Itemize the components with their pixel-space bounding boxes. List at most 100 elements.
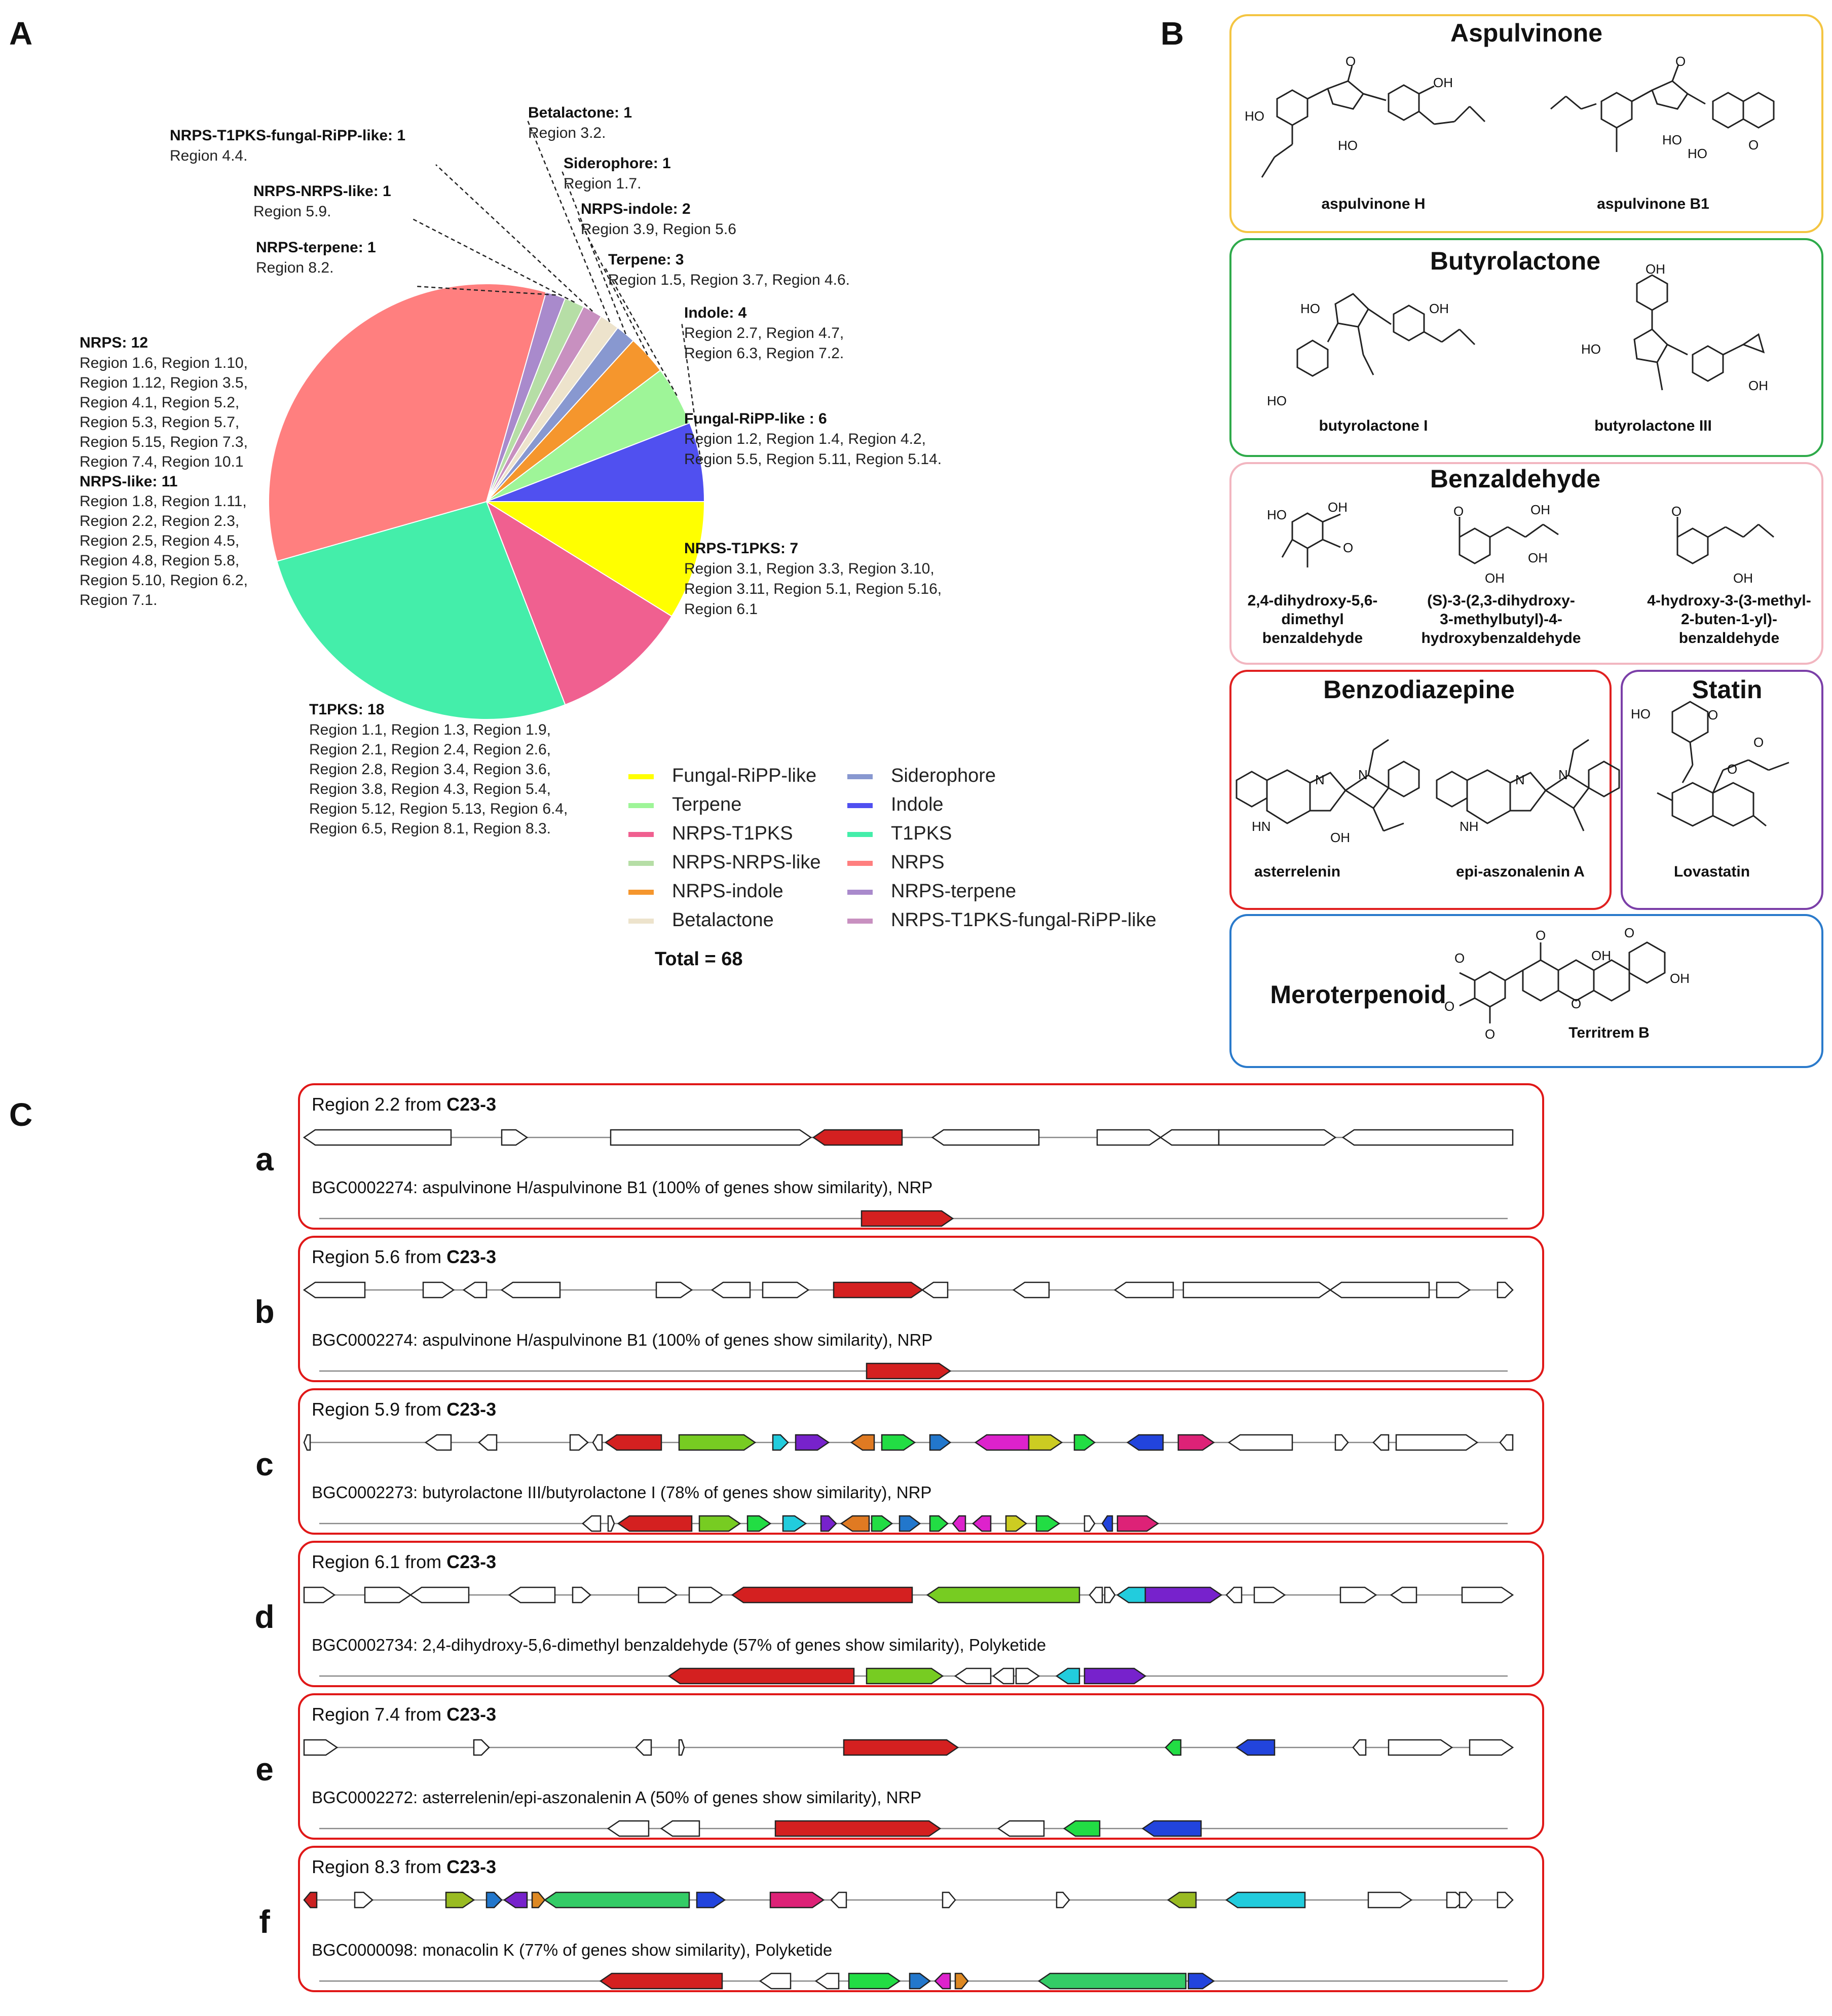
atom-label: O bbox=[1748, 137, 1759, 153]
gene-arrow bbox=[572, 1586, 591, 1604]
gene-arrow bbox=[1225, 1891, 1306, 1909]
legend-swatch bbox=[628, 832, 654, 837]
compound-box-meroterpenoid: Meroterpenoid O O O O O OH O OH Territre… bbox=[1229, 914, 1823, 1068]
panel-a-letter: A bbox=[9, 15, 32, 52]
gene-arrow bbox=[655, 1281, 693, 1299]
gene-arrow bbox=[909, 1972, 931, 1990]
svg-text:NRPS-T1PKS: 7: NRPS-T1PKS: 7 bbox=[684, 540, 798, 557]
gene-arrow bbox=[303, 1281, 366, 1299]
compound-box-benzaldehyde: Benzaldehyde HO OH O 2,4-dihydroxy-5,6- … bbox=[1229, 462, 1823, 665]
gene-arrow bbox=[934, 1972, 951, 1990]
aspulvinone-b1-structure bbox=[1550, 64, 1775, 152]
atom-label: N bbox=[1358, 767, 1368, 782]
slice-label-nrps-terpene: NRPS-terpene: 1 Region 8.2. bbox=[256, 239, 376, 276]
gene-arrow bbox=[921, 1281, 949, 1299]
svg-text:Region 1.5, Region 3.7, Region: Region 1.5, Region 3.7, Region 4.6. bbox=[608, 272, 850, 288]
svg-text:Region 3.8, Region 4.3, Region: Region 3.8, Region 4.3, Region 5.4, bbox=[309, 781, 551, 797]
svg-text:Region 7.4, Region 10.1: Region 7.4, Region 10.1 bbox=[80, 453, 244, 470]
svg-text:Region 1.1, Region 1.3, Region: Region 1.1, Region 1.3, Region 1.9, bbox=[309, 721, 551, 738]
gene-arrow bbox=[1352, 1739, 1367, 1756]
svg-text:Region 3.9, Region 5.6: Region 3.9, Region 5.6 bbox=[581, 221, 736, 238]
svg-text:Butyrolactone: Butyrolactone bbox=[1430, 247, 1600, 275]
atom-label: HO bbox=[1245, 108, 1264, 124]
benzaldehyde-2-structure bbox=[1459, 517, 1559, 564]
legend-label: NRPS-NRPS-like bbox=[672, 852, 820, 873]
gene-arrow bbox=[1497, 1891, 1514, 1909]
slice-label-betalactone: Betalactone: 1 Region 3.2. bbox=[528, 104, 632, 141]
svg-text:Region 2.1, Region 2.4, Region: Region 2.1, Region 2.4, Region 2.6, bbox=[309, 741, 551, 758]
gene-arrow bbox=[931, 1129, 1040, 1146]
gene-arrow bbox=[508, 1586, 556, 1604]
atom-label: O bbox=[1671, 504, 1681, 519]
svg-text:Region 6.5, Region 8.1, Region: Region 6.5, Region 8.1, Region 8.3. bbox=[309, 820, 551, 837]
gene-arrow bbox=[1089, 1586, 1103, 1604]
legend-swatch bbox=[847, 919, 873, 924]
gene-arrow bbox=[445, 1891, 475, 1909]
gene-arrow bbox=[303, 1434, 311, 1451]
gene-arrow bbox=[1083, 1515, 1096, 1532]
legend-swatch bbox=[847, 803, 873, 808]
epi-aszonalenin-structure bbox=[1436, 739, 1620, 831]
atom-label: OH bbox=[1530, 502, 1550, 517]
atom-label: N bbox=[1315, 772, 1325, 787]
atom-label: O bbox=[1345, 54, 1356, 69]
legend-label: Betalactone bbox=[672, 909, 774, 931]
svg-text:Betalactone: 1: Betalactone: 1 bbox=[528, 104, 632, 121]
compound-name: aspulvinone B1 bbox=[1597, 196, 1709, 212]
gene-arrow bbox=[1218, 1129, 1337, 1146]
gene-arrow bbox=[1436, 1281, 1471, 1299]
atom-label: HO bbox=[1338, 138, 1358, 153]
compound-name: (S)-3-(2,3-dihydroxy- bbox=[1427, 592, 1575, 609]
gene-arrow bbox=[543, 1891, 690, 1909]
gene-arrow bbox=[1028, 1434, 1063, 1451]
gene-arrow bbox=[1177, 1434, 1215, 1451]
gene-arrow bbox=[1012, 1281, 1050, 1299]
gene-arrow bbox=[638, 1586, 678, 1604]
atom-label: N bbox=[1515, 772, 1525, 787]
region-title: Region 6.1 from C23-3 bbox=[312, 1551, 496, 1572]
gene-arrow bbox=[473, 1739, 490, 1756]
gene-arrow bbox=[1101, 1515, 1113, 1532]
gene-arrow bbox=[698, 1515, 741, 1532]
region-title: Region 2.2 from C23-3 bbox=[312, 1094, 496, 1115]
legend-swatch bbox=[628, 774, 654, 779]
benzaldehyde-1-structure bbox=[1281, 512, 1341, 567]
gene-arrow bbox=[1073, 1434, 1096, 1451]
pie-chart bbox=[268, 283, 705, 720]
svg-text:Region 5.9.: Region 5.9. bbox=[253, 203, 331, 220]
bgc-description: BGC0002734: 2,4-dihydroxy-5,6-dimethyl b… bbox=[312, 1635, 1046, 1654]
gene-arrow bbox=[1187, 1972, 1215, 1990]
gene-arrow bbox=[843, 1739, 959, 1756]
gene-arrow bbox=[617, 1515, 693, 1532]
svg-text:Meroterpenoid: Meroterpenoid bbox=[1270, 980, 1446, 1009]
atom-label: O bbox=[1708, 707, 1718, 722]
atom-label: O bbox=[1727, 762, 1737, 777]
gene-arrow bbox=[759, 1972, 792, 1990]
gene-arrow bbox=[814, 1972, 840, 1990]
gene-arrow bbox=[424, 1434, 452, 1451]
svg-text:Region 5.15, Region 7.3,: Region 5.15, Region 7.3, bbox=[80, 434, 248, 450]
region-title: Region 5.6 from C23-3 bbox=[312, 1246, 496, 1267]
gene-arrow bbox=[833, 1281, 924, 1299]
gene-arrow bbox=[1461, 1586, 1514, 1604]
legend-swatch bbox=[628, 919, 654, 924]
atom-label: OH bbox=[1328, 500, 1348, 515]
atom-label: HO bbox=[1581, 341, 1601, 357]
compound-name: 3-methylbutyl)-4- bbox=[1440, 611, 1562, 628]
gene-arrow bbox=[954, 1972, 969, 1990]
legend-label: Terpene bbox=[672, 794, 741, 815]
legend-label: T1PKS bbox=[891, 823, 952, 844]
leader-line bbox=[410, 217, 575, 303]
compound-name: butyrolactone I bbox=[1319, 417, 1428, 434]
gene-arrow bbox=[582, 1515, 602, 1532]
svg-text:Region 4.8, Region 5.8,: Region 4.8, Region 5.8, bbox=[80, 552, 239, 569]
atom-label: OH bbox=[1528, 550, 1548, 565]
svg-text:Region 1.2, Region 1.4, Region: Region 1.2, Region 1.4, Region 4.2, bbox=[684, 431, 926, 447]
atom-label: O bbox=[1343, 540, 1353, 555]
aspulvinone-h-structure bbox=[1261, 65, 1486, 178]
gene-arrow bbox=[303, 1129, 452, 1146]
gene-arrow bbox=[1141, 1820, 1202, 1837]
